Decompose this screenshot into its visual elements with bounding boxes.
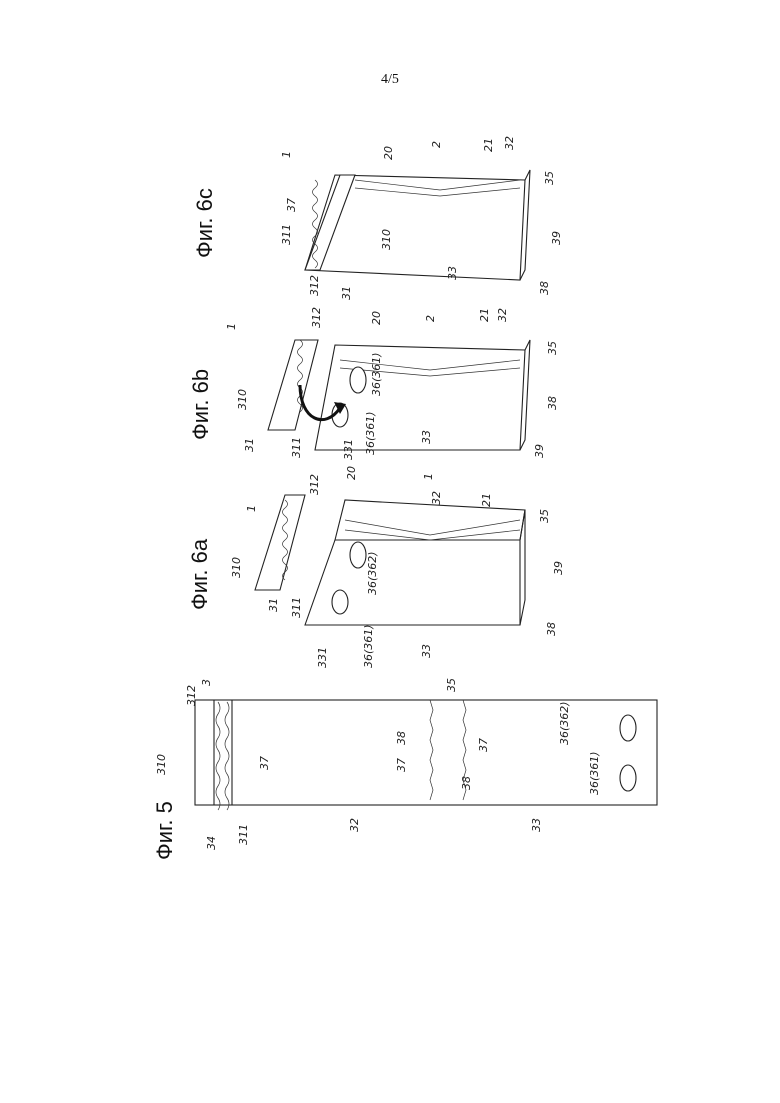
fig5-label: 38 — [460, 776, 473, 790]
fig6b-label: 312 — [310, 307, 323, 328]
fig5-label: 37 — [258, 756, 271, 770]
fig6a-label: 20 — [345, 466, 358, 480]
fig5-label: 35 — [445, 678, 458, 692]
figure-5: Фиг. 5 310 312 3 34 311 37 32 35 38 37 3… — [152, 678, 657, 860]
fig6c-label: 310 — [380, 229, 393, 250]
fig6c-label: 37 — [285, 198, 298, 212]
fig6a-label: 310 — [230, 557, 243, 578]
fig6a-label: 1 — [245, 505, 258, 512]
figure-6c: Фиг. 6c 1 37 311 20 2 21 32 35 310 312 3… — [192, 136, 563, 300]
fig5-label: 312 — [185, 685, 198, 706]
fig6b-label: 31 — [243, 438, 256, 452]
fig6a-label: 311 — [290, 597, 303, 618]
fig6b-label: 2 — [424, 315, 437, 322]
fig6b-label: 311 — [290, 437, 303, 458]
fig5-label: 310 — [155, 754, 168, 775]
figure-6b-caption: Фиг. 6b — [188, 369, 213, 440]
fig5-label: 311 — [237, 824, 250, 845]
fig5-label: 36(362) — [558, 701, 571, 745]
figure-6c-caption: Фиг. 6c — [192, 188, 217, 258]
fig6a-label: 21 — [480, 493, 493, 507]
fig6b-label: 310 — [236, 389, 249, 410]
fig6a-label: 312 — [308, 474, 321, 495]
figure-6b: Фиг. 6b 1 312 310 20 2 21 32 35 31 311 3… — [188, 307, 559, 460]
fig6b-label: 35 — [546, 341, 559, 355]
fig6b-label: 36(361) — [370, 352, 383, 396]
fig6c-label: 32 — [503, 136, 516, 150]
fig6c-label: 1 — [280, 151, 293, 158]
fig6b-label: 38 — [546, 396, 559, 410]
fig6a-label: 33 — [420, 644, 433, 658]
fig6a-label: 39 — [552, 561, 565, 575]
fig6b-label: 20 — [370, 311, 383, 325]
fig5-label: 33 — [530, 818, 543, 832]
fig6c-label: 311 — [280, 224, 293, 245]
fig6a-label: 36(361) — [362, 624, 375, 668]
fig5-label: 36(361) — [588, 751, 601, 795]
fig5-label: 3 — [200, 679, 213, 686]
fig6c-label: 20 — [382, 146, 395, 160]
fig6b-label: 39 — [533, 444, 546, 458]
figure-6a-caption: Фиг. 6a — [187, 538, 212, 610]
fig6c-label: 2 — [430, 141, 443, 148]
fig6b-label: 32 — [496, 308, 509, 322]
fig6c-label: 38 — [538, 281, 551, 295]
fig5-label: 32 — [348, 818, 361, 832]
fig5-label: 37 — [395, 758, 408, 772]
fig5-label: 38 — [395, 731, 408, 745]
fig6c-label: 312 — [308, 275, 321, 296]
fig6a-label: 31 — [267, 598, 280, 612]
fig6b-label: 1 — [225, 323, 238, 330]
fig6c-label: 35 — [543, 171, 556, 185]
fig6b-label: 331 — [342, 439, 355, 460]
fig6a-label: 35 — [538, 509, 551, 523]
fig6b-label: 33 — [420, 430, 433, 444]
fig6a-label: 36(362) — [366, 551, 379, 595]
fig6c-label: 21 — [482, 138, 495, 152]
fig6c-label: 39 — [550, 231, 563, 245]
figure-6a: Фиг. 6a 1 310 312 20 1 32 21 35 31 311 3… — [187, 466, 565, 668]
fig6b-label: 36(361) — [364, 411, 377, 455]
fig6a-label: 38 — [545, 622, 558, 636]
fig6a-label: 1 — [422, 473, 435, 480]
fig6a-label: 331 — [316, 647, 329, 668]
fig6c-label: 33 — [446, 266, 459, 280]
fig5-label: 37 — [477, 738, 490, 752]
figure-5-caption: Фиг. 5 — [152, 801, 177, 860]
fig6a-label: 32 — [430, 491, 443, 505]
fig6b-label: 21 — [478, 308, 491, 322]
fig6c-label: 31 — [340, 286, 353, 300]
fig5-label: 34 — [205, 836, 218, 850]
